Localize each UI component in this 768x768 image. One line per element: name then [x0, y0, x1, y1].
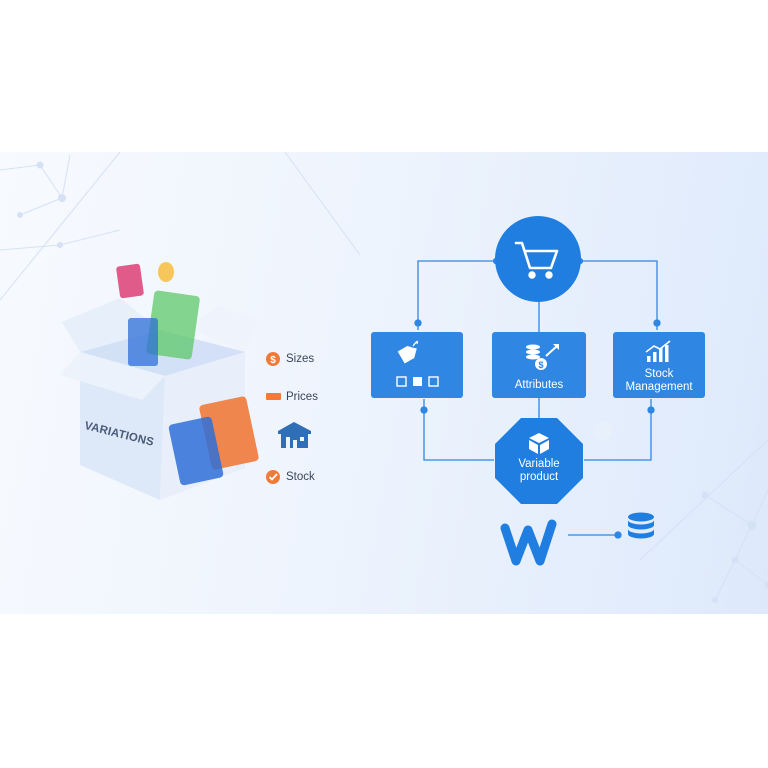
options-node[interactable]	[371, 332, 463, 398]
network-decoration	[0, 151, 768, 603]
shopping-cart-icon	[514, 241, 559, 279]
blue-card	[128, 318, 158, 366]
platform-logo-w	[500, 519, 557, 566]
feature-label-prices: Prices	[286, 391, 318, 403]
warehouse-icon	[278, 422, 311, 448]
checkmark-icon	[266, 470, 280, 484]
green-card	[146, 290, 200, 360]
variations-box	[60, 262, 262, 500]
attributes-node[interactable]: $	[492, 332, 586, 398]
coins-growth-icon: $	[526, 344, 559, 370]
blue-side-card	[168, 416, 224, 486]
variable-product-node[interactable]	[495, 418, 583, 504]
pink-card	[116, 263, 144, 299]
cube-icon	[529, 433, 549, 454]
variable-product-label: Variable product	[518, 458, 560, 483]
bar-chart-icon	[645, 340, 671, 362]
feature-label-stock: Stock	[286, 471, 315, 483]
svg-text:$: $	[538, 360, 543, 370]
svg-text:$: $	[270, 355, 276, 366]
yellow-token	[158, 262, 174, 282]
database-icon	[628, 512, 654, 539]
cart-node[interactable]	[495, 216, 581, 302]
attributes-label: Attributes	[514, 379, 564, 391]
stock-management-label: Stock Management	[625, 368, 693, 393]
price-tag-icon	[266, 393, 281, 400]
connectors	[414, 257, 661, 539]
dollar-coin-icon: $	[266, 352, 280, 366]
tag-options-icon	[396, 340, 439, 387]
feature-label-sizes: Sizes	[286, 353, 315, 365]
stock-management-node[interactable]	[613, 332, 705, 398]
